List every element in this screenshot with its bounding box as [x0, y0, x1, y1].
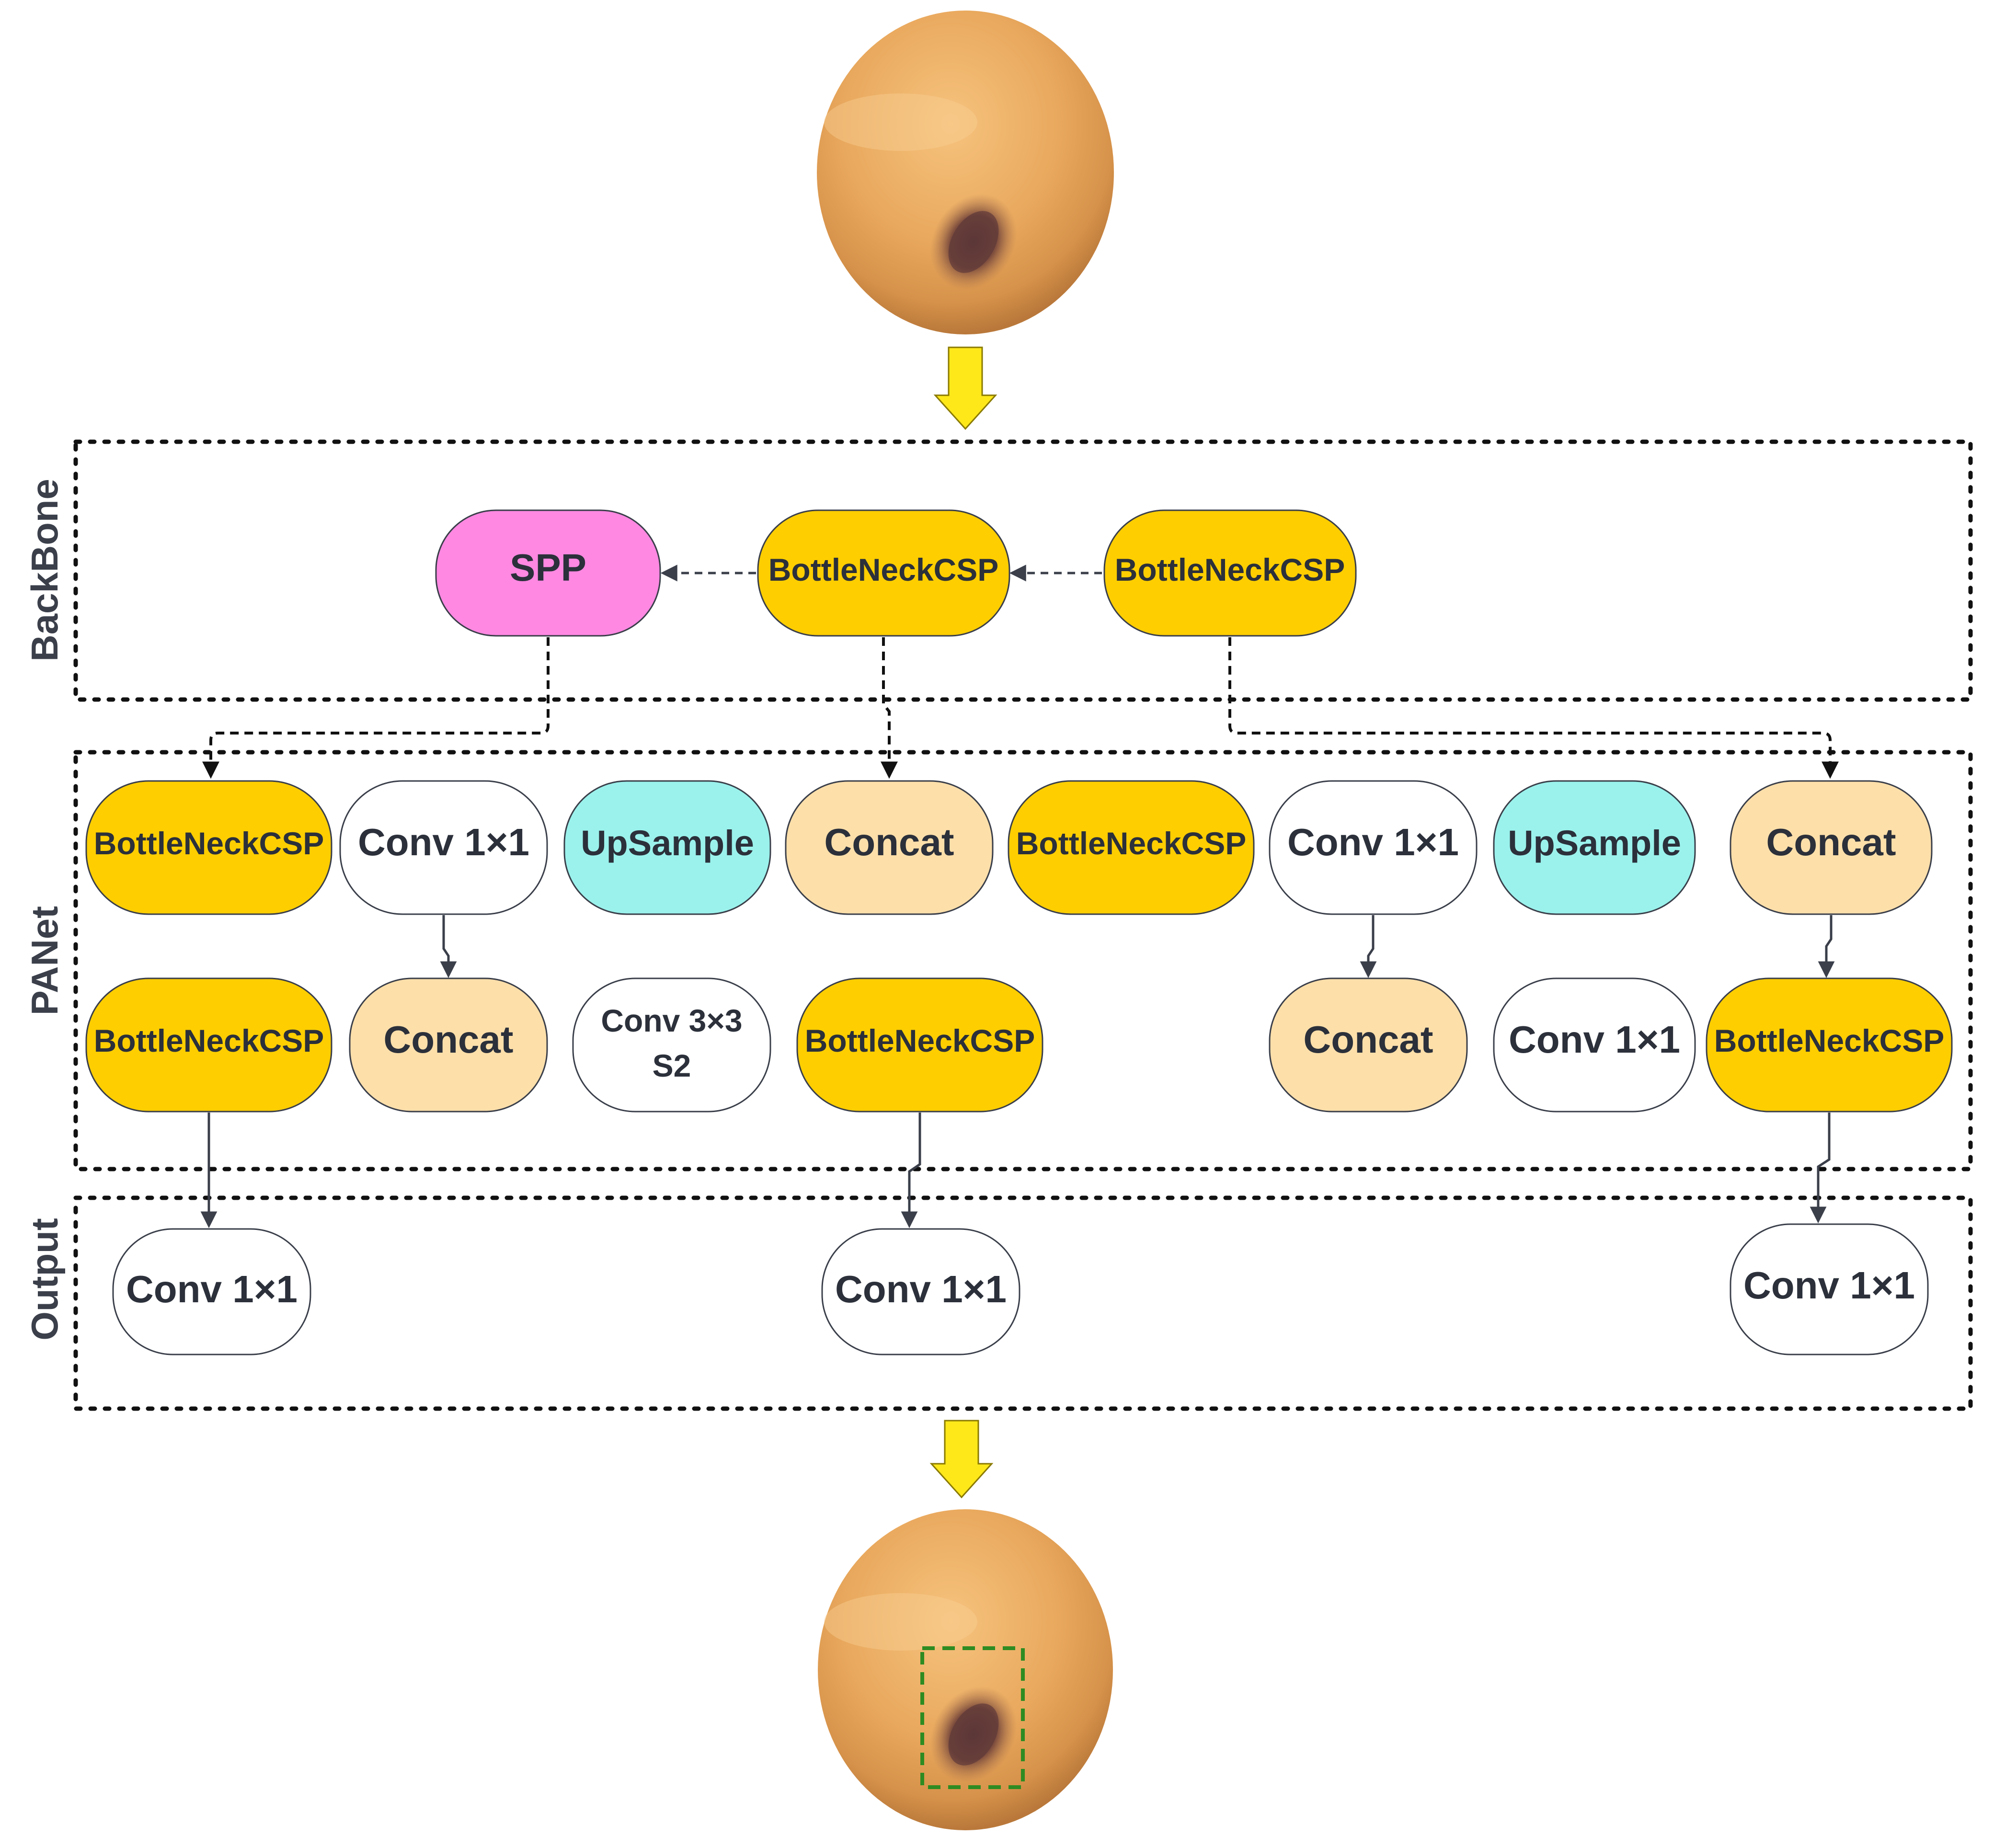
node-label: BottleNeckCSP	[94, 1023, 324, 1058]
panet-row2-bottleneckcsp-1: BottleNeckCSP	[85, 977, 332, 1113]
panet-label: PANet	[23, 906, 66, 1015]
node-label: Conv 3×3	[601, 1003, 742, 1038]
output-conv1x1-3: Conv 1×1	[1730, 1223, 1929, 1355]
node-label: Conv 1×1	[1743, 1264, 1915, 1307]
panet-row1-bottleneckcsp-1: BottleNeckCSP	[85, 780, 332, 915]
edge-csp-right-to-concat	[1228, 637, 1839, 779]
yellow-down-arrow-icon	[929, 1420, 994, 1499]
panet-row2-conv3x3-s2: Conv 3×3 S2	[572, 977, 771, 1113]
yellow-down-arrow-icon	[933, 346, 997, 430]
edge-csp-mid-to-concat	[881, 637, 898, 779]
input-image	[817, 11, 1114, 334]
output-region	[73, 1195, 1973, 1411]
panet-row1-conv1x1-2: Conv 1×1	[1269, 780, 1478, 915]
node-label: Concat	[1303, 1018, 1433, 1061]
output-image	[818, 1509, 1113, 1830]
panet-row1-conv1x1-1: Conv 1×1	[339, 780, 548, 915]
bottleneckcsp-backbone-right: BottleNeckCSP	[1103, 509, 1357, 637]
node-label: BottleNeckCSP	[94, 826, 324, 861]
edge-conv1x1-to-concat-left	[440, 915, 457, 978]
panet-row2-conv1x1: Conv 1×1	[1493, 977, 1696, 1113]
backbone-region	[73, 439, 1973, 702]
node-label: Concat	[824, 821, 954, 863]
node-label: Conv 1×1	[1287, 821, 1459, 863]
node-label: Concat	[1766, 821, 1896, 863]
node-label: Conv 1×1	[1509, 1018, 1680, 1061]
node-label: Conv 1×1	[835, 1268, 1007, 1310]
spp-label: SPP	[510, 546, 586, 589]
panet-row2-concat-1: Concat	[349, 977, 548, 1113]
edge-conv1x1-to-concat-right	[1360, 915, 1377, 978]
panet-row2-bottleneckcsp-2: BottleNeckCSP	[796, 977, 1043, 1113]
edge-spp-to-panet	[202, 637, 550, 779]
node-label: Conv 1×1	[126, 1268, 298, 1310]
bottleneckcsp-backbone-right-label: BottleNeckCSP	[1115, 552, 1345, 587]
node-label: BottleNeckCSP	[1714, 1023, 1944, 1058]
node-label: Conv 1×1	[358, 821, 529, 863]
panet-region	[73, 750, 1973, 1171]
panet-row1-upsample-2: UpSample	[1493, 780, 1696, 915]
panet-row2-concat-2: Concat	[1269, 977, 1468, 1113]
panet-row1-upsample-1: UpSample	[563, 780, 771, 915]
panet-row1-concat-1: Concat	[785, 780, 994, 915]
node-label: UpSample	[1508, 823, 1681, 863]
edge-panet-mid-to-output	[901, 1113, 921, 1228]
spp-node: SPP	[435, 509, 661, 637]
output-conv1x1-1: Conv 1×1	[112, 1228, 311, 1355]
node-label: BottleNeckCSP	[805, 1023, 1035, 1058]
bottleneckcsp-backbone-mid-label: BottleNeckCSP	[768, 552, 998, 587]
edge-concat-to-bottleneckcsp-right	[1818, 915, 1835, 978]
output-label: Output	[23, 1218, 66, 1341]
node-label: Concat	[383, 1018, 513, 1061]
detection-box	[920, 1646, 1025, 1789]
output-conv1x1-2: Conv 1×1	[821, 1228, 1020, 1355]
bottleneckcsp-backbone-mid: BottleNeckCSP	[757, 509, 1010, 637]
edge-panet-right-to-output	[1810, 1113, 1831, 1224]
node-label: UpSample	[581, 823, 754, 863]
backbone-label: BackBone	[23, 479, 66, 661]
panet-row1-bottleneckcsp-2: BottleNeckCSP	[1008, 780, 1255, 915]
panet-row1-concat-2: Concat	[1730, 780, 1933, 915]
node-label-line2: S2	[653, 1048, 691, 1083]
panet-row2-bottleneckcsp-3: BottleNeckCSP	[1706, 977, 1953, 1113]
node-label: BottleNeckCSP	[1016, 826, 1246, 861]
